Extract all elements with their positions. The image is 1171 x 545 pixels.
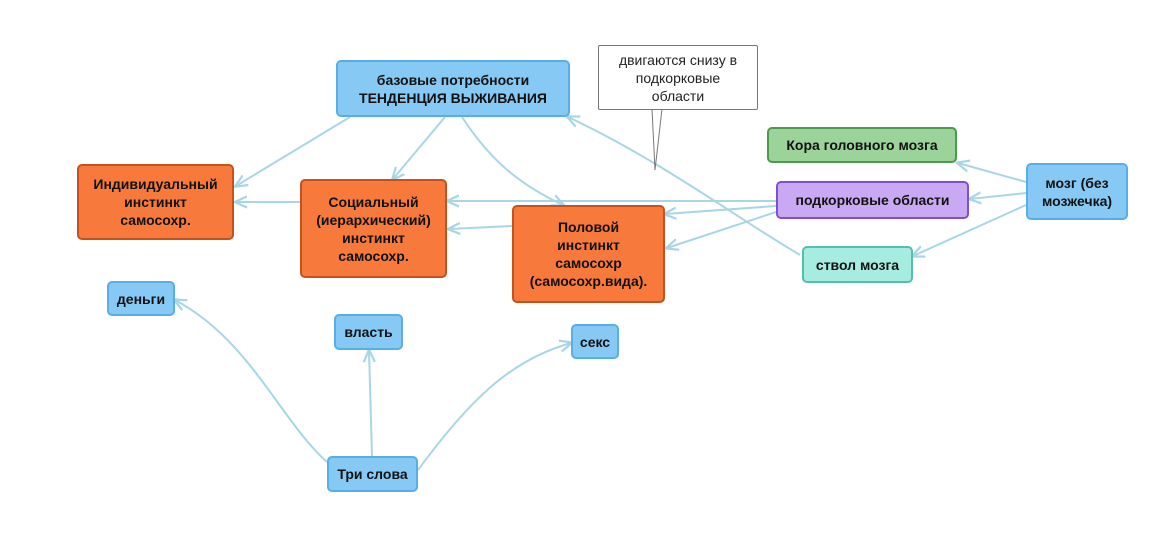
node-sex: секс xyxy=(571,324,619,359)
node-individual-instinct: Индивидуальный инстинкт самосохр. xyxy=(77,164,234,240)
edge-words-to-power xyxy=(369,351,372,457)
node-three-words: Три слова xyxy=(327,456,418,492)
node-subcortical: подкорковые области xyxy=(776,181,969,219)
edge-subcortical-to-sexual xyxy=(665,205,777,214)
edge-words-to-sex xyxy=(417,343,571,471)
node-brain: мозг (без мозжечка) xyxy=(1026,163,1128,220)
node-money: деньги xyxy=(107,281,175,316)
edge-subcortical-to-sexual-lower xyxy=(667,211,777,248)
edge-brainstem-to-base xyxy=(568,117,801,256)
callout-note: двигаются снизу в подкорковые области xyxy=(598,45,758,110)
edge-base-to-social xyxy=(393,116,446,179)
node-sexual-instinct: Половой инстинкт самосохр (самосохр.вида… xyxy=(512,205,665,303)
edge-base-to-individual xyxy=(236,116,351,186)
edge-base-to-sexual xyxy=(461,116,563,205)
edge-brain-to-cortex xyxy=(958,163,1027,183)
node-social-instinct: Социальный (иерархический) инстинкт само… xyxy=(300,179,447,278)
edge-brain-to-brainstem xyxy=(913,204,1027,256)
node-power: власть xyxy=(334,314,403,350)
callout-pointer xyxy=(651,108,663,171)
edge-words-to-money xyxy=(175,300,328,463)
edge-sexual-to-social xyxy=(449,226,513,229)
node-base-needs: базовые потребности ТЕНДЕНЦИЯ ВЫЖИВАНИЯ xyxy=(336,60,570,117)
node-brainstem: ствол мозга xyxy=(802,246,913,283)
node-cortex: Кора головного мозга xyxy=(767,127,957,163)
edge-brain-to-subcortical xyxy=(970,193,1027,199)
